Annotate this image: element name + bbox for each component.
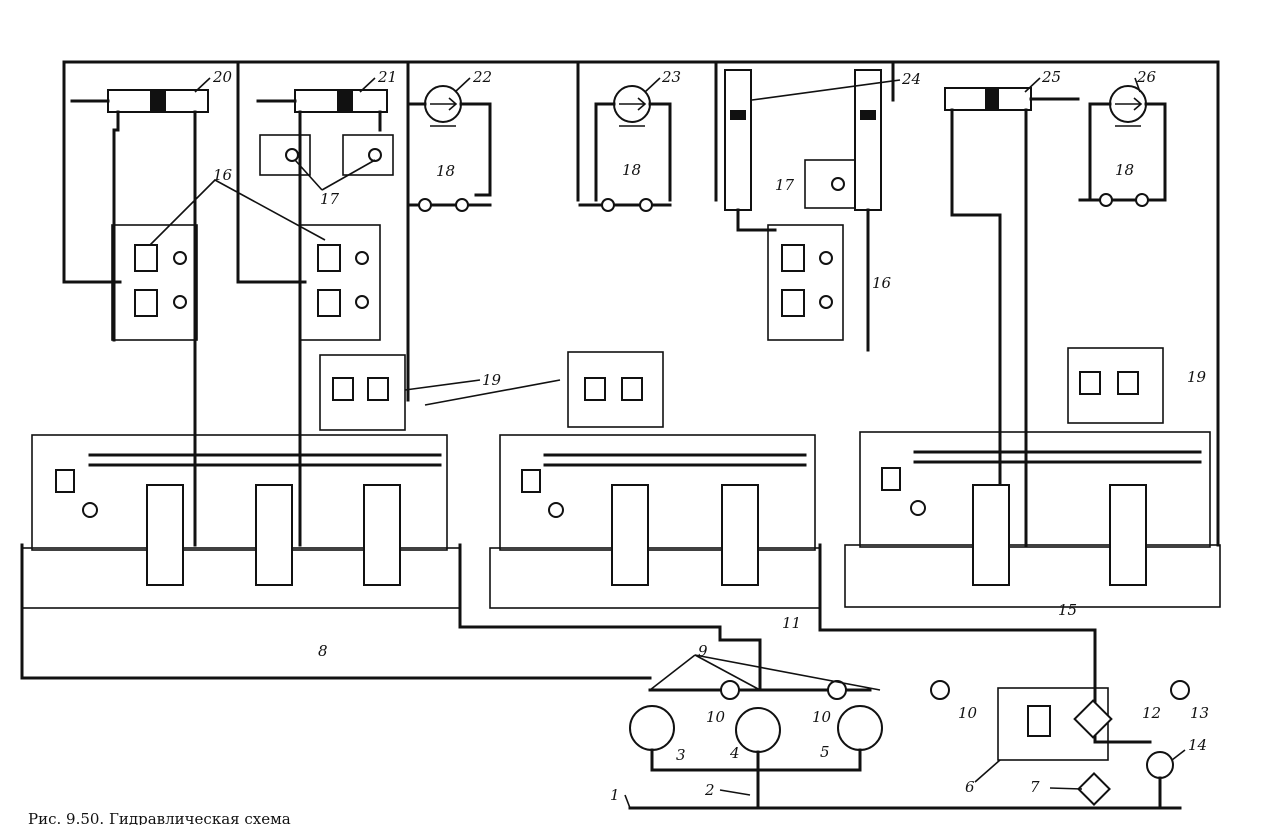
label-11: 11 [782,614,801,632]
trunk-lines [20,60,1220,744]
leader-lines [149,77,1186,809]
label-21: 21 [377,68,397,86]
check-valves-17 [259,134,856,209]
valve-section-11 [489,434,821,609]
cylinder-25 [944,87,1080,547]
label-22: 22 [472,68,492,86]
label-13: 13 [1190,704,1209,722]
figure-caption: Рис. 9.50. Гидравлическая схема [28,810,291,825]
relief-blocks-16 [111,224,844,341]
label-23: 23 [661,68,681,86]
label-9: 9 [698,642,708,660]
label-5: 5 [820,743,830,761]
label-15: 15 [1058,601,1077,619]
label-14: 14 [1188,736,1207,754]
pump-station [628,680,1190,810]
label-19b: 19 [1187,368,1207,386]
label-19a: 19 [482,371,502,389]
cylinder-21 [256,89,388,547]
label-3: 3 [676,746,686,764]
label-18c: 18 [1115,161,1134,179]
label-25: 25 [1041,68,1061,86]
motor-26 [1088,85,1167,202]
valve-section-8 [21,434,461,609]
label-8: 8 [318,642,328,660]
cylinders-24 [724,69,882,352]
label-17a: 17 [320,190,340,208]
label-10c: 10 [958,704,978,722]
cylinder-20 [70,89,209,547]
label-10a: 10 [706,708,726,726]
valve-section-15 [844,431,1221,608]
label-20: 20 [212,68,233,86]
label-16a: 16 [213,166,233,184]
label-16b: 16 [872,274,892,292]
label-17b: 17 [775,176,795,194]
label-26: 26 [1136,68,1157,86]
motor-22 [406,85,492,197]
throttle-blocks-19 [319,347,1164,431]
position-labels: 20 21 22 23 24 25 26 16 16 17 17 18 18 1… [212,68,1209,804]
label-18b: 18 [622,161,641,179]
label-24: 24 [901,70,921,88]
motor-23 [594,85,672,202]
label-4: 4 [729,744,740,762]
label-1: 1 [610,786,620,804]
label-6: 6 [965,778,975,796]
label-2: 2 [704,781,715,799]
check-valves-18 [406,193,1167,212]
label-10b: 10 [812,708,832,726]
label-7: 7 [1030,778,1040,796]
label-12: 12 [1142,704,1161,722]
label-18a: 18 [436,162,455,180]
